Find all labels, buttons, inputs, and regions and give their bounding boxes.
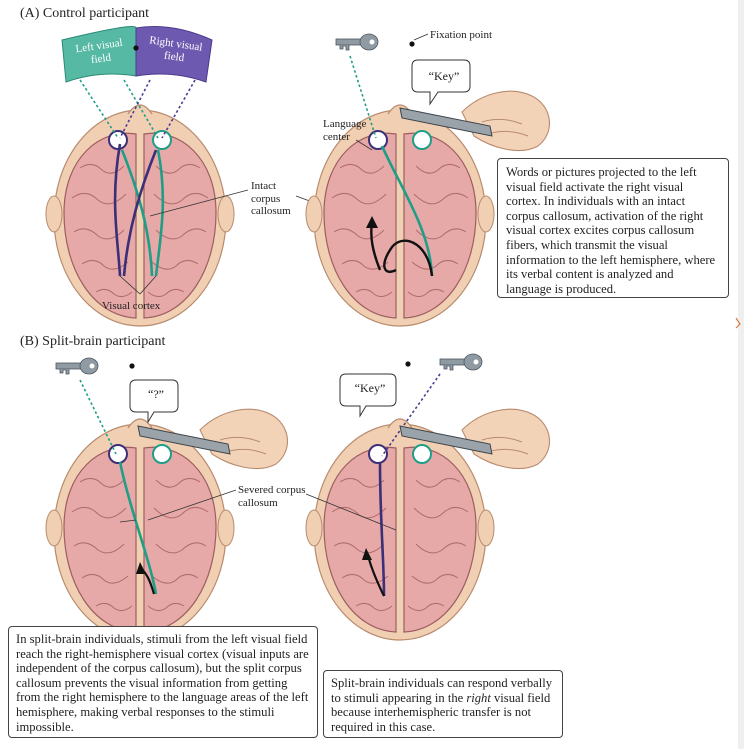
section-b-title: (B) Split-brain participant bbox=[20, 334, 166, 349]
language-center-label: Language center bbox=[323, 118, 367, 143]
emphasis-right: right bbox=[466, 690, 491, 705]
key-image-b2 bbox=[439, 353, 483, 371]
caption-box-split-left-text: In split-brain individuals, stimuli from… bbox=[16, 632, 309, 734]
key-image-b1 bbox=[55, 357, 99, 375]
caption-box-control: Words or pictures projected to the left … bbox=[497, 158, 729, 298]
caption-box-split-right-text: Split-brain individuals can respond verb… bbox=[331, 676, 553, 734]
section-a-title: (A) Control participant bbox=[20, 6, 150, 21]
frame-edge bbox=[738, 0, 744, 749]
fixation-point-label: Fixation point bbox=[430, 29, 493, 41]
visual-cortex-label: Visual cortex bbox=[102, 300, 161, 312]
speech-bubble-a-text: “Key” bbox=[428, 69, 460, 83]
brain-split-right bbox=[305, 418, 495, 641]
brain-control-left bbox=[45, 104, 235, 327]
brain-split-left bbox=[45, 418, 235, 641]
speech-bubble-b2-text: “Key” bbox=[354, 381, 386, 395]
intact-corpus-callosum-label: Intact corpus callosum bbox=[251, 180, 291, 217]
fixation-dot bbox=[133, 45, 139, 51]
speech-bubble-b1-text: “?” bbox=[148, 387, 164, 401]
right-visual-field bbox=[135, 26, 213, 83]
key-image-a bbox=[335, 33, 379, 51]
caption-box-split-left: In split-brain individuals, stimuli from… bbox=[8, 626, 318, 738]
severed-corpus-callosum-label: Severed corpus callosum bbox=[238, 484, 306, 509]
caption-box-split-right: Split-brain individuals can respond verb… bbox=[323, 670, 563, 738]
